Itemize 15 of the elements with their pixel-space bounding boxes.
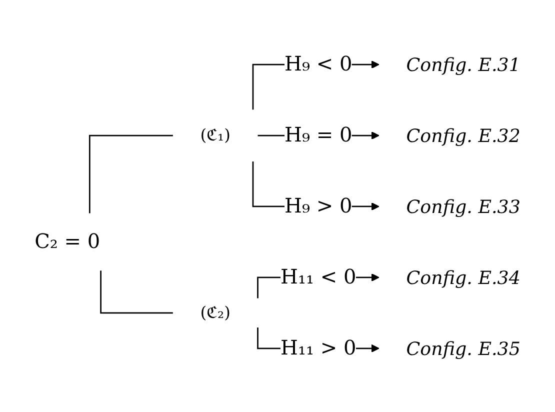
node-text: Config. E.33 xyxy=(406,195,520,217)
node-text: Config. E.34 xyxy=(406,266,520,288)
node-text: Config. E.32 xyxy=(406,124,520,146)
node-text: (ℭ₂) xyxy=(200,302,230,322)
edge-label: H₉ = 0 xyxy=(284,124,352,146)
connector xyxy=(88,134,173,213)
edge-label: H₉ > 0 xyxy=(284,194,352,218)
edge-label: H₉ < 0 xyxy=(284,52,352,76)
node-text: Config. E.31 xyxy=(406,53,520,75)
node-text: C₂ = 0 xyxy=(34,230,100,253)
connector xyxy=(100,270,173,314)
edge-label: H₁₁ > 0 xyxy=(280,336,356,360)
node-text: Config. E.35 xyxy=(406,336,520,359)
node-text: (ℭ₁) xyxy=(200,125,230,145)
edge-label: H₁₁ < 0 xyxy=(280,266,356,288)
